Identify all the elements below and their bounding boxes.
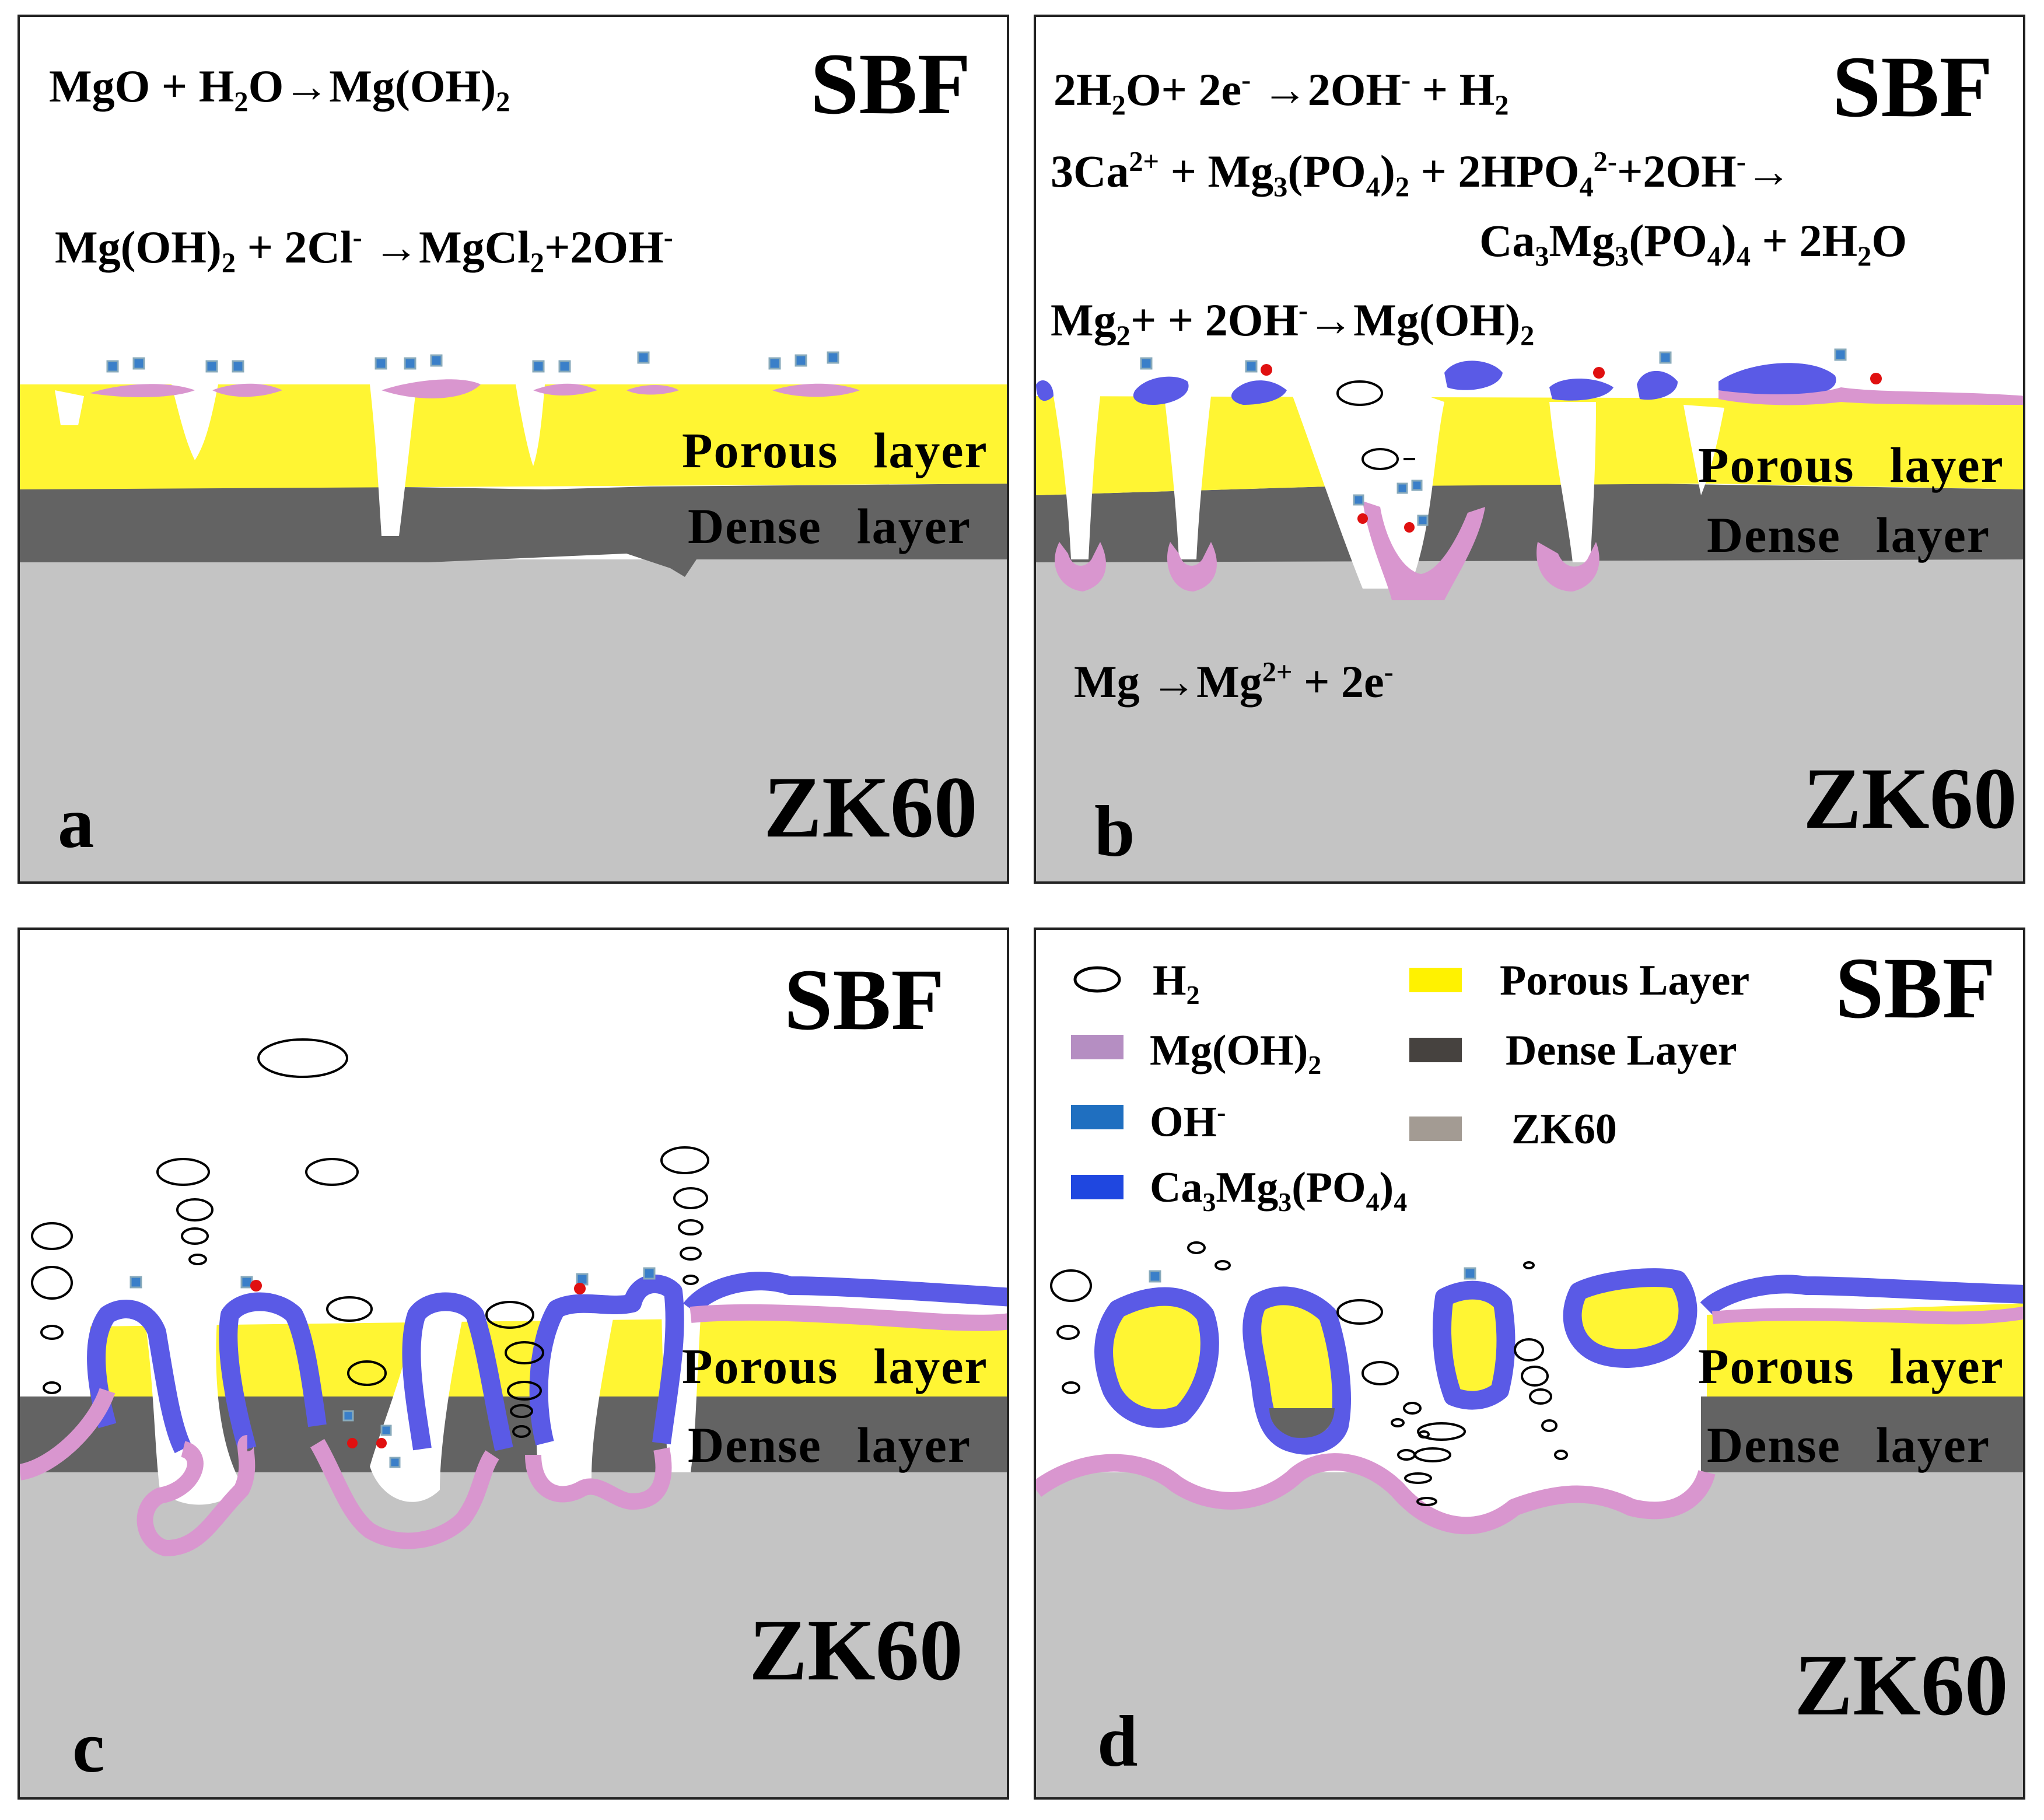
legend-mgoh2-label: Mg(OH)2: [1150, 1027, 1322, 1080]
pore: [172, 384, 218, 460]
h2-bubbles: [1336, 380, 1415, 470]
equation-phosphate-formation: 3Ca2+ + Mg3(PO4)2 + 2HPO42-+2OH-→: [1051, 146, 1791, 203]
panel-letter: b: [1094, 792, 1135, 872]
pore: [1549, 402, 1596, 562]
pore: [516, 384, 545, 466]
h2-bubbles: [31, 1038, 709, 1438]
panel-letter: a: [58, 783, 94, 863]
ca-mg-phosphate-islands: [1094, 1268, 2023, 1455]
dense-layer: [1701, 1396, 2023, 1472]
legend-camgpo-swatch: [1071, 1175, 1124, 1199]
red-ion-markers: [1261, 364, 1882, 533]
porous-layer: [20, 384, 1007, 489]
sbf-label: SBF: [784, 951, 945, 1048]
zk60-label: ZK60: [1803, 750, 2017, 847]
sbf-label: SBF: [810, 36, 971, 132]
pore: [370, 384, 416, 536]
pore: [1164, 396, 1211, 559]
h2-bubbles: [1050, 1241, 1568, 1506]
legend-zk60-label: ZK60: [1511, 1105, 1617, 1153]
substrate-cavity: [1036, 1462, 1707, 1526]
mg-oh2-deposit: [626, 385, 679, 395]
pore-cavity: [312, 1309, 463, 1502]
panel-d: SBF H2 Mg(OH)2 OH- Ca3Mg3(PO4)4 Porous L…: [1034, 928, 2025, 1800]
substrate-cavity: [1036, 1396, 1701, 1472]
zk60-label: ZK60: [1794, 1637, 2008, 1734]
porous-layer: [1036, 396, 2023, 495]
legend-oh-label: OH-: [1150, 1097, 1226, 1146]
zk60-label: ZK60: [749, 1602, 963, 1699]
legend-porous-swatch: [1409, 968, 1462, 992]
sbf-label: SBF: [1832, 38, 1993, 135]
panel-letter: c: [72, 1707, 105, 1788]
mg-oh2-deposit: [212, 383, 282, 397]
equation-water-reduction: 2H2O+ 2e- →2OH- + H2: [1054, 64, 1509, 121]
equation-phosphate-product: Ca3Mg3(PO4)4 + 2H2O: [1479, 215, 1907, 272]
mg-oh2-deposit: [533, 383, 597, 396]
mg-oh2-surface-deposit: [1712, 1306, 2023, 1325]
legend-h2-swatch: [1073, 966, 1121, 993]
equation-mg-oxidation: Mg →Mg2+ + 2e-: [1074, 656, 1394, 707]
mg-oh2-substrate-rim: [1036, 1453, 1716, 1535]
equation-mgo-hydration: MgO + H2O→Mg(OH)2: [49, 61, 510, 118]
mg-oh2-deposit: [382, 379, 481, 398]
pore: [55, 390, 84, 425]
zk60-substrate: [1036, 559, 2023, 881]
legend-dense-label: Dense Layer: [1506, 1027, 1737, 1074]
panel-a-layers: [20, 351, 1007, 881]
legend-mgoh2-swatch: [1071, 1035, 1124, 1059]
legend-oh-swatch: [1071, 1105, 1124, 1129]
mg-oh2-pore-base: [1055, 501, 1600, 600]
legend-porous-label: Porous Layer: [1500, 957, 1750, 1005]
pore: [1293, 382, 1444, 589]
pore: [1684, 405, 1724, 495]
legend-camgpo-label: Ca3Mg3(PO4)4: [1150, 1164, 1408, 1217]
pore: [1054, 396, 1100, 559]
porous-layer: [1707, 1303, 2023, 1396]
mg-oh2-rims: [20, 1304, 1007, 1556]
zk60-substrate: [20, 559, 1007, 881]
panel-a: MgO + H2O→Mg(OH)2 Mg(OH)2 + 2Cl- →MgCl2+…: [18, 15, 1009, 884]
pore-cavity: [498, 1303, 615, 1494]
legend-h2-label: H2: [1153, 957, 1200, 1010]
panel-letter: d: [1097, 1702, 1138, 1782]
ca-mg-phosphate-deposit: [1036, 360, 1836, 405]
pore-cavity: [20, 1326, 90, 1396]
mg-oh2-surface-deposit: [1718, 387, 2023, 405]
dense-layer: [20, 484, 1007, 577]
equation-hydroxide-precipitation: Mg2+ + 2OH-→Mg(OH)2: [1051, 295, 1535, 352]
mg-oh2-deposit: [772, 383, 860, 397]
panel-b-layers: [1036, 348, 2023, 881]
oh-ion-markers: [1140, 348, 1847, 526]
panel-d-layers: [1036, 1241, 2023, 1797]
oh-ion-markers: [130, 1267, 656, 1468]
panel-b: 2H2O+ 2e- →2OH- + H2 3Ca2+ + Mg3(PO4)2 +…: [1034, 15, 2025, 884]
oh-ion-markers: [106, 351, 839, 373]
mg-oh2-deposit: [90, 384, 195, 397]
panel-c-layers: [20, 1038, 1007, 1797]
legend-dense-swatch: [1409, 1038, 1462, 1062]
zk60-substrate: [1036, 1472, 2023, 1797]
dense-layer: [1036, 484, 2023, 562]
oh-ion-markers: [1149, 1267, 1476, 1283]
legend-zk60-swatch: [1409, 1116, 1462, 1141]
sbf-label: SBF: [1835, 940, 1996, 1037]
equation-chloride-attack: Mg(OH)2 + 2Cl- →MgCl2+2OH-: [55, 222, 673, 279]
zk60-label: ZK60: [764, 759, 978, 856]
red-ion-markers: [250, 1280, 586, 1448]
zk60-substrate: [20, 1472, 1007, 1797]
